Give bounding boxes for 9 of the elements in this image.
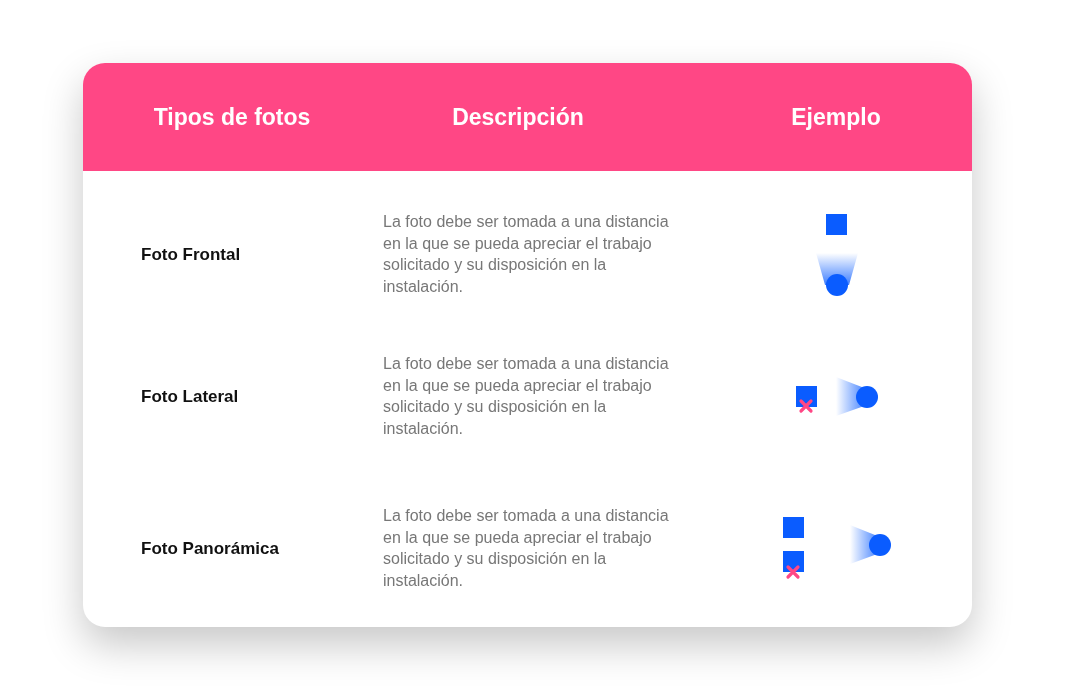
photo-type: Foto Lateral (141, 387, 239, 407)
photo-type: Foto Panorámica (141, 539, 279, 559)
photo-type: Foto Frontal (141, 245, 241, 265)
description-text: La foto debe ser tomada a una distancia en la que se pueda apreciar el trabajo solicitado y su disposición en la instalación. (383, 212, 670, 297)
description-text: La foto debe ser tomada a una distancia en la que se pueda apreciar el trabajo solicitado y su disposición en la instalación. (383, 506, 670, 591)
column-header: Ejemplo (791, 103, 881, 131)
description-text: La foto debe ser tomada a una distancia en la que se pueda apreciar el trabajo solicitado y su disposición en la instalación. (383, 354, 670, 439)
column-header: Descripción (452, 103, 584, 131)
column-header: Tipos de fotos (153, 103, 311, 131)
